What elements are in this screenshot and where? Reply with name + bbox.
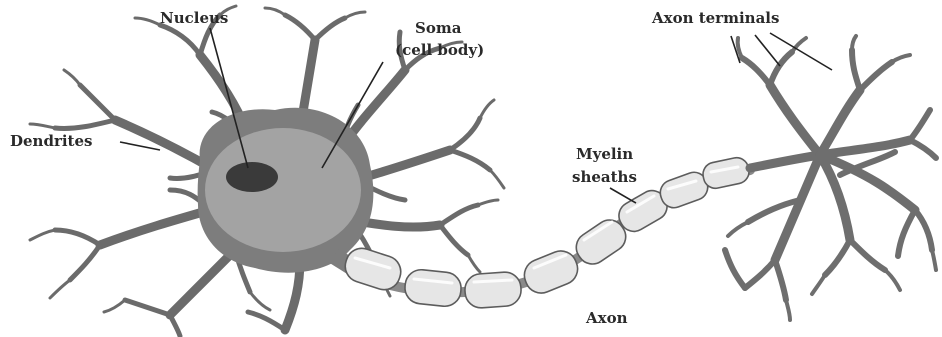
label-axon-terminals: Axon terminals [651, 9, 779, 27]
leader-terminal-2 [755, 35, 780, 66]
label-dendrites: Dendrites [10, 132, 92, 150]
label-soma: Soma [415, 19, 462, 37]
label-nucleus: Nucleus [160, 9, 228, 27]
label-myelin: Myelin [576, 145, 633, 163]
axon-terminals-group [725, 36, 936, 320]
label-soma-sub: (cell body) [395, 41, 484, 59]
nucleus [226, 162, 278, 192]
soma [205, 128, 361, 252]
leader-dendrites [120, 142, 160, 150]
axon-group [341, 156, 751, 309]
label-axon: Axon [585, 309, 628, 327]
label-sheaths: sheaths [572, 168, 637, 186]
leader-myelin [610, 188, 636, 203]
